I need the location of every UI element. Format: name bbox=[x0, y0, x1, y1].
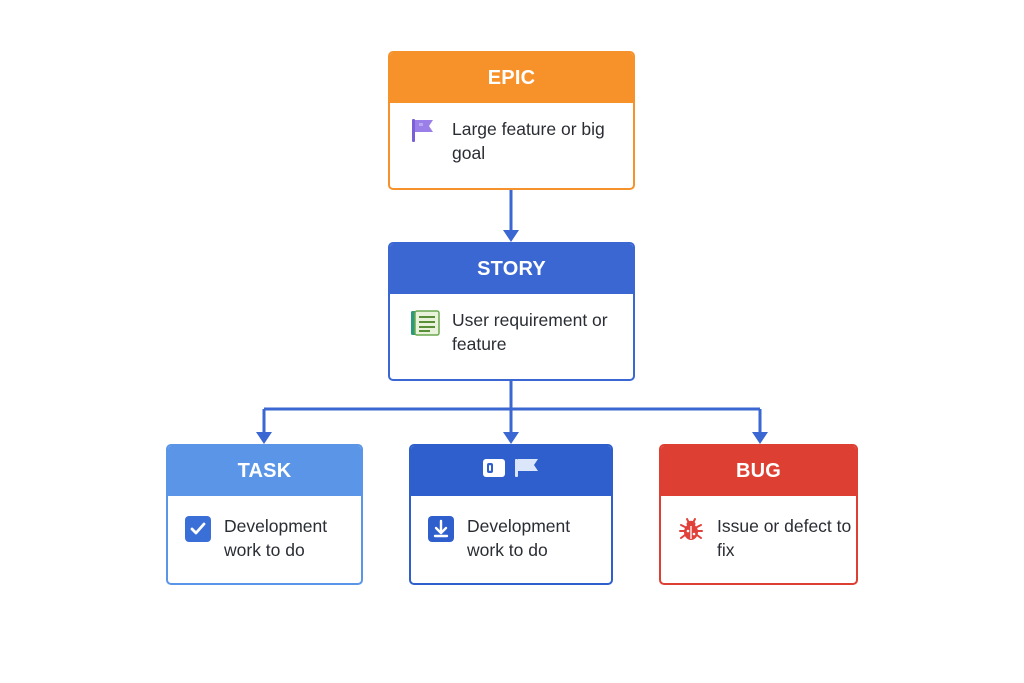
epic-title: EPIC bbox=[487, 66, 536, 89]
download-icon bbox=[427, 515, 454, 542]
subtask-body: Development work to do bbox=[411, 496, 611, 562]
story-description: User requirement or feature bbox=[452, 310, 608, 354]
bug-icon bbox=[677, 515, 703, 541]
subtask-header-icons bbox=[482, 458, 540, 484]
toggle-icon bbox=[482, 458, 506, 484]
epic-description: Large feature or big goal bbox=[452, 119, 605, 163]
arrowhead-to-story bbox=[503, 230, 519, 242]
flag-outline-icon bbox=[514, 458, 540, 484]
story-header: STORY bbox=[390, 244, 633, 294]
task-node: TASK Development work to do bbox=[166, 444, 363, 585]
story-body: User requirement or feature bbox=[390, 294, 633, 356]
bug-title: BUG bbox=[735, 459, 782, 482]
task-description: Development work to do bbox=[224, 516, 328, 560]
bug-header: BUG bbox=[661, 446, 856, 496]
epic-node: EPIC Large feature or big goal bbox=[388, 51, 635, 190]
epic-header: EPIC bbox=[390, 53, 633, 103]
task-header: TASK bbox=[168, 446, 361, 496]
story-title: STORY bbox=[477, 257, 546, 280]
subtask-header bbox=[411, 446, 611, 496]
bug-node: BUG bbox=[659, 444, 858, 585]
arrowhead-to-bug bbox=[752, 432, 768, 444]
bug-body: Issue or defect to fix bbox=[661, 496, 856, 562]
checkbox-icon bbox=[184, 515, 211, 542]
task-body: Development work to do bbox=[168, 496, 361, 562]
epic-body: Large feature or big goal bbox=[390, 103, 633, 165]
flag-icon bbox=[410, 118, 436, 144]
subtask-description: Development work to do bbox=[467, 516, 571, 560]
task-title: TASK bbox=[237, 459, 292, 482]
arrowhead-to-subtask bbox=[503, 432, 519, 444]
subtask-node: Development work to do bbox=[409, 444, 613, 585]
bug-description: Issue or defect to fix bbox=[717, 516, 852, 560]
arrowhead-to-task bbox=[256, 432, 272, 444]
notebook-icon bbox=[410, 309, 440, 336]
story-node: STORY User requirement or feature bbox=[388, 242, 635, 381]
